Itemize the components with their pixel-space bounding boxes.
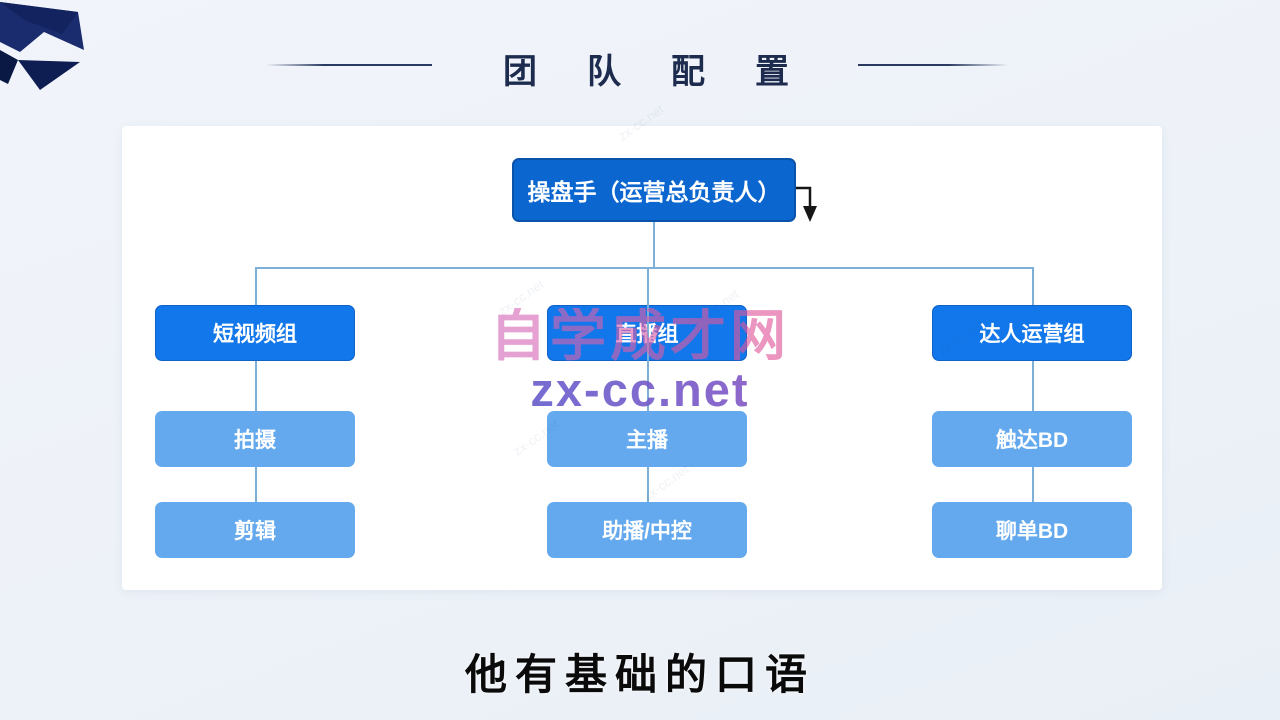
- connector-left-1: [255, 361, 257, 411]
- connector-mid-2: [647, 467, 649, 502]
- org-node-child: 拍摄: [155, 411, 355, 467]
- title-rule-right: [858, 64, 1008, 66]
- org-node-child: 聊单BD: [932, 502, 1132, 558]
- video-subtitle: 他有基础的口语: [464, 653, 815, 699]
- org-node-group: 短视频组: [155, 305, 355, 361]
- connector-drop-mid: [647, 267, 649, 411]
- connector-drop-right: [1032, 267, 1034, 305]
- connector-drop-left: [255, 267, 257, 305]
- org-node-child: 触达BD: [932, 411, 1132, 467]
- org-node-group: 达人运营组: [932, 305, 1132, 361]
- connector-right-1: [1032, 361, 1034, 411]
- org-node-child: 剪辑: [155, 502, 355, 558]
- title-rule-left: [266, 64, 432, 66]
- org-node-child: 主播: [547, 411, 747, 467]
- connector-left-2: [255, 467, 257, 502]
- connector-root-stem: [653, 222, 655, 267]
- org-chart-card: 操盘手（运营总负责人） 短视频组 拍摄 剪辑 直播组 主播 助播/中控 达人运营…: [122, 126, 1162, 590]
- corner-ribbon-decoration: [0, 2, 84, 90]
- connector-right-2: [1032, 467, 1034, 502]
- org-node-child: 助播/中控: [547, 502, 747, 558]
- page-title: 团队配置: [503, 54, 839, 91]
- org-node-root: 操盘手（运营总负责人）: [512, 158, 796, 222]
- connector-horizontal: [255, 267, 1034, 269]
- down-arrow-icon: [796, 186, 817, 222]
- slide-header: 团队配置: [0, 40, 1280, 91]
